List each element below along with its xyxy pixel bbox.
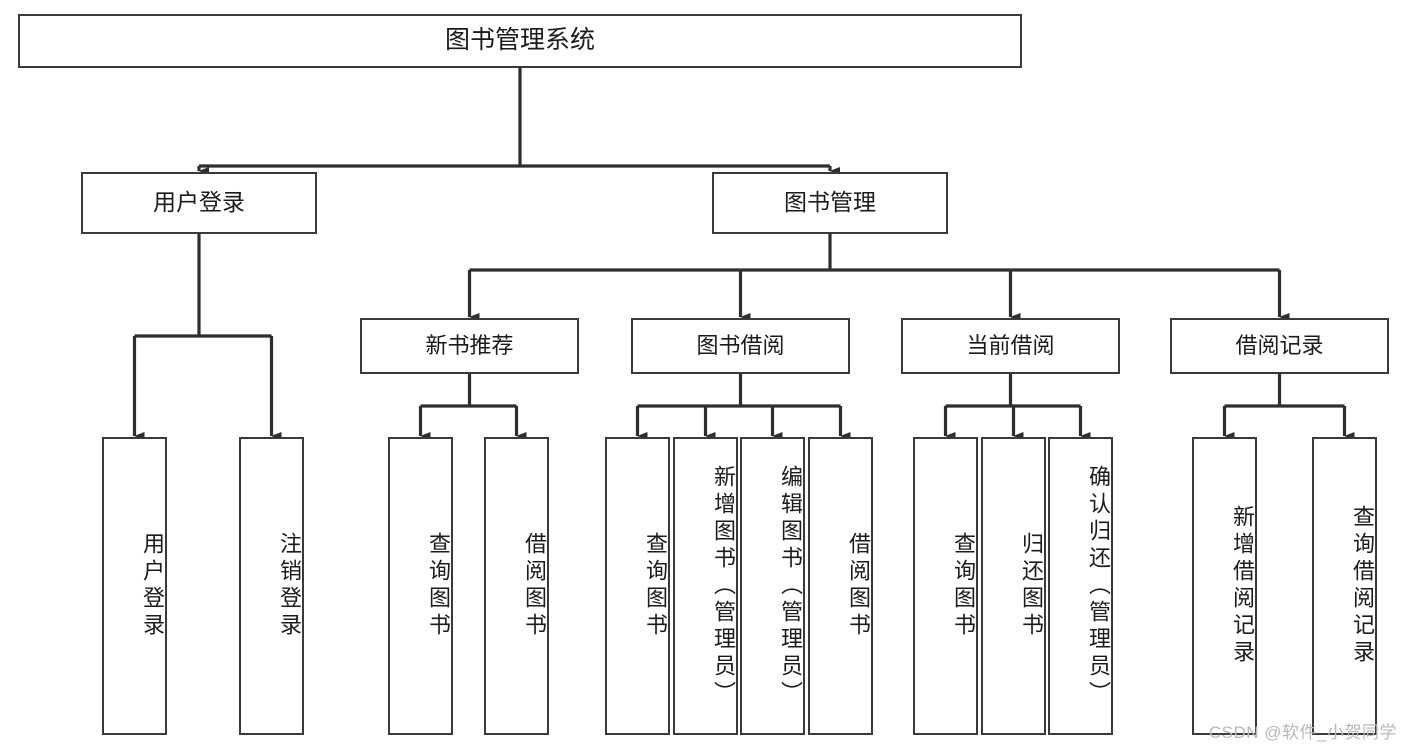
node-current-borrow[interactable]: 当前借阅 — [901, 318, 1120, 374]
node-leaf-query-book-2[interactable]: 查询图书 — [605, 437, 670, 735]
node-label: 用户登录 — [153, 189, 245, 216]
node-label: 借阅图书 — [522, 532, 547, 640]
node-leaf-confirm-return[interactable]: 确认归还（管理员） — [1048, 437, 1113, 735]
node-leaf-borrow-book-1[interactable]: 借阅图书 — [484, 437, 549, 735]
node-label: 新增图书（管理员） — [711, 464, 736, 708]
node-label: 借阅记录 — [1235, 333, 1324, 359]
node-leaf-query-book-1[interactable]: 查询图书 — [388, 437, 453, 735]
node-label: 查询借阅记录 — [1350, 505, 1375, 667]
node-label: 查询图书 — [426, 532, 451, 640]
node-label: 图书管理系统 — [444, 26, 595, 55]
node-label: 借阅图书 — [846, 532, 871, 640]
node-leaf-borrow-book-2[interactable]: 借阅图书 — [808, 437, 873, 735]
node-user-login[interactable]: 用户登录 — [81, 172, 317, 234]
node-leaf-query-book-3[interactable]: 查询图书 — [913, 437, 978, 735]
node-label: 查询图书 — [951, 532, 976, 640]
node-root[interactable]: 图书管理系统 — [18, 14, 1022, 68]
node-leaf-return-book[interactable]: 归还图书 — [981, 437, 1046, 735]
node-label: 新增借阅记录 — [1230, 505, 1255, 667]
node-leaf-edit-book[interactable]: 编辑图书（管理员） — [740, 437, 805, 735]
node-book-manage[interactable]: 图书管理 — [712, 172, 948, 234]
node-label: 注销登录 — [277, 532, 302, 640]
node-leaf-add-record[interactable]: 新增借阅记录 — [1192, 437, 1257, 735]
node-label: 图书借阅 — [696, 333, 785, 359]
node-label: 图书管理 — [784, 189, 876, 216]
node-label: 新书推荐 — [425, 333, 514, 359]
node-label: 查询图书 — [643, 532, 668, 640]
node-label: 用户登录 — [140, 532, 165, 640]
node-label: 当前借阅 — [966, 333, 1055, 359]
node-label: 编辑图书（管理员） — [778, 464, 803, 708]
node-label: 归还图书 — [1019, 532, 1044, 640]
node-label: 确认归还（管理员） — [1086, 464, 1111, 708]
csdn-watermark: CSDN @软件_小贺同学 — [1208, 723, 1397, 742]
node-leaf-query-record[interactable]: 查询借阅记录 — [1312, 437, 1377, 735]
node-new-book-rec[interactable]: 新书推荐 — [360, 318, 579, 374]
node-leaf-add-book[interactable]: 新增图书（管理员） — [673, 437, 738, 735]
node-borrow-record[interactable]: 借阅记录 — [1170, 318, 1389, 374]
node-leaf-logout[interactable]: 注销登录 — [239, 437, 304, 735]
node-leaf-user-login[interactable]: 用户登录 — [102, 437, 167, 735]
node-book-borrow[interactable]: 图书借阅 — [631, 318, 850, 374]
